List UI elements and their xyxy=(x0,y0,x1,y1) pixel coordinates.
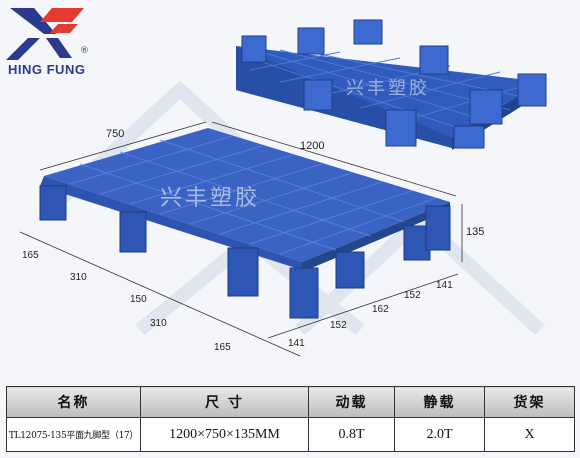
dim-width: 750 xyxy=(106,128,125,140)
dim-front-5: 141 xyxy=(436,280,453,291)
cell-racking: X xyxy=(484,417,575,452)
watermark-back: 兴丰塑胶 xyxy=(346,78,430,99)
brand-name: HING FUNG xyxy=(8,62,86,77)
dim-left-4: 310 xyxy=(150,318,167,329)
header-dynamic-load: 动载 xyxy=(308,385,395,419)
cell-dynamic-load: 0.8T xyxy=(308,417,395,452)
dim-front-1: 141 xyxy=(288,338,305,349)
header-name: 名称 xyxy=(6,385,141,419)
spec-table-header-row: 名称 尺 寸 动载 静载 货架 xyxy=(6,385,575,419)
header-size: 尺 寸 xyxy=(140,385,309,419)
header-racking: 货架 xyxy=(484,385,575,419)
dim-left-2: 310 xyxy=(70,272,87,283)
pallet-illustration xyxy=(6,8,547,357)
cell-size: 1200×750×135MM xyxy=(140,417,309,452)
dimension-lines xyxy=(19,121,463,357)
pallet-top-view xyxy=(39,128,451,319)
watermark-front: 兴丰塑胶 xyxy=(160,186,261,211)
dim-left-3: 150 xyxy=(130,294,147,305)
dim-front-2: 152 xyxy=(330,320,347,331)
cell-model: TL12075-135平面九脚型（17） xyxy=(6,417,141,452)
dim-left-1: 165 xyxy=(22,250,39,261)
spec-table: 名称 尺 寸 动载 静载 货架 TL12075-135平面九脚型（17） 120… xyxy=(6,385,575,452)
dim-length: 1200 xyxy=(300,140,325,152)
brand-logo-icon xyxy=(6,8,84,60)
cell-static-load: 2.0T xyxy=(394,417,485,452)
registered-mark: ® xyxy=(80,46,89,56)
dim-front-4: 152 xyxy=(404,290,421,301)
pallet-bottom-view xyxy=(236,19,547,150)
dim-front-3: 162 xyxy=(372,304,389,315)
header-static-load: 静载 xyxy=(394,385,485,419)
dim-height: 135 xyxy=(466,226,485,238)
dim-left-5: 165 xyxy=(214,342,231,353)
spec-table-row: TL12075-135平面九脚型（17） 1200×750×135MM 0.8T… xyxy=(6,417,575,452)
